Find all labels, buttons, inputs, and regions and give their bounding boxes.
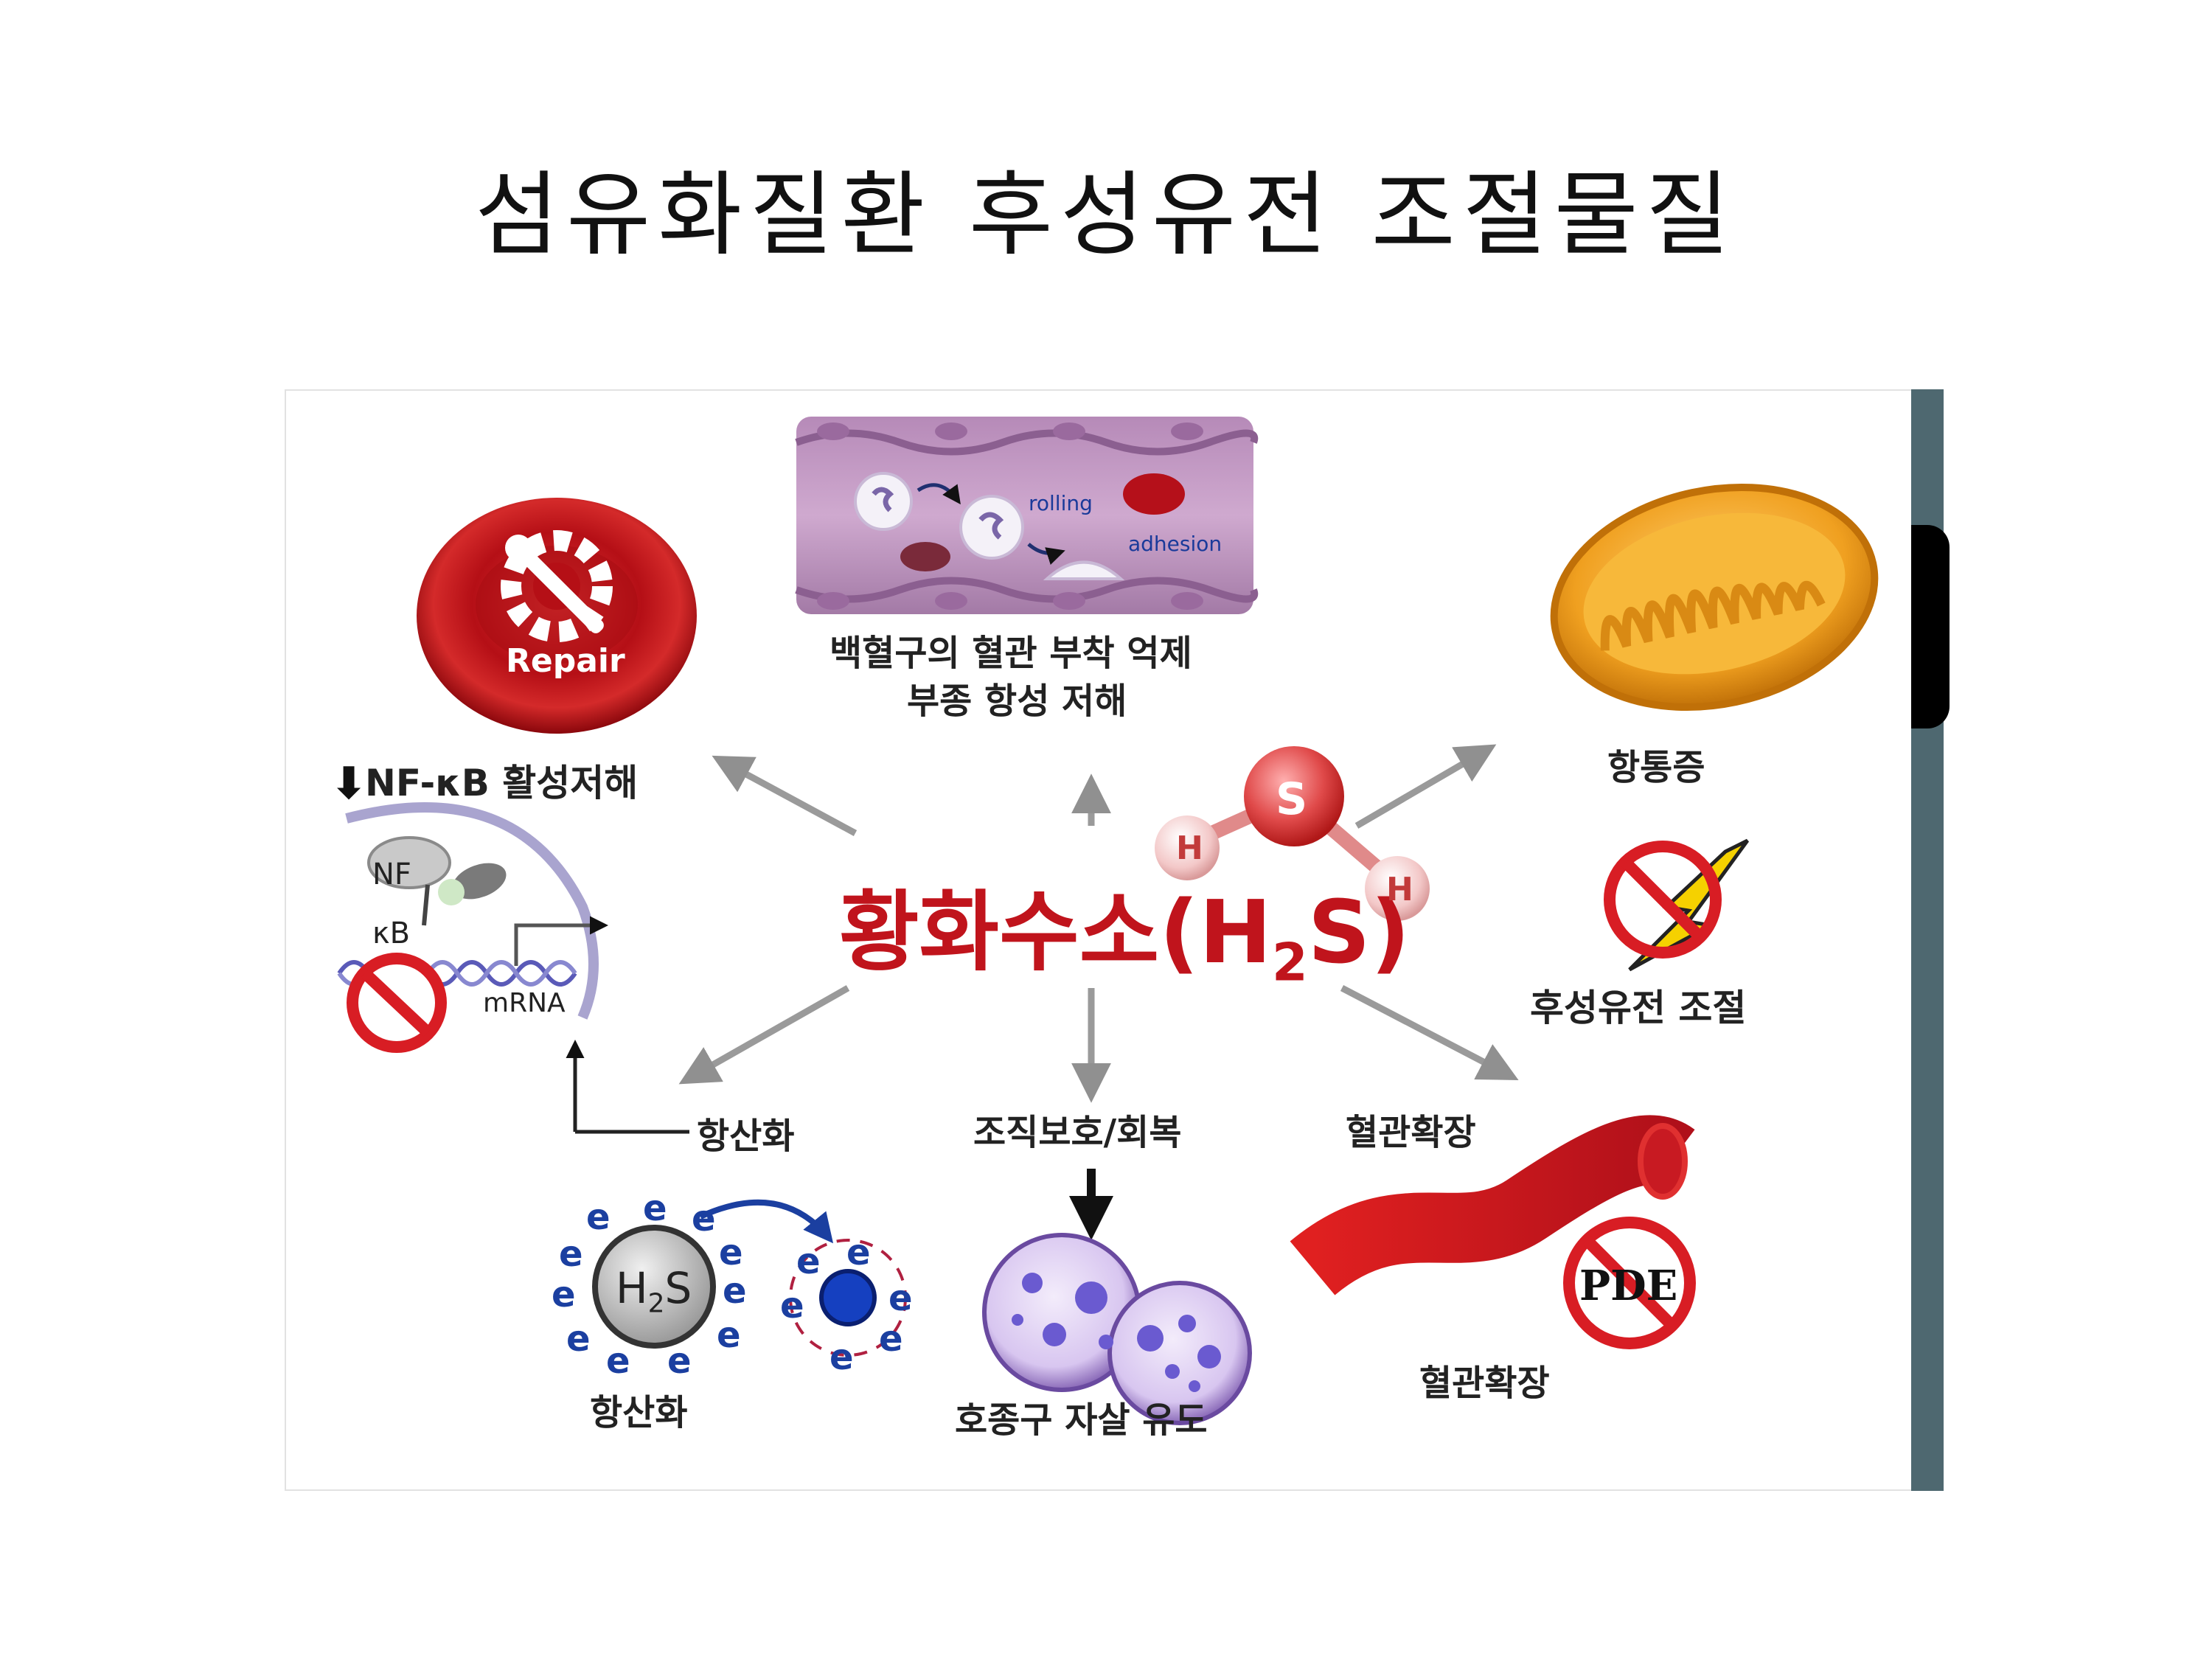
nfkb-heading: NF-κB 활성저해 (365, 762, 639, 804)
electron: e (552, 1274, 576, 1315)
electron: e (723, 1270, 747, 1312)
electron: e (879, 1318, 903, 1360)
h2s-ball-label: H2S (616, 1263, 692, 1319)
mitochondria-icon (1550, 483, 1879, 712)
radial-arrows (678, 744, 1519, 1103)
electron: e (888, 1278, 913, 1319)
electron: e (830, 1337, 854, 1378)
pde-label: PDE (1579, 1262, 1678, 1310)
h2s-center-label: 황화수소(H2S) (839, 881, 1411, 993)
antioxidant-heading: 항산화 (697, 1116, 795, 1157)
vasodilation-caption: 혈관확장 (1419, 1363, 1550, 1404)
electron: e (566, 1318, 591, 1360)
antioxidant-caption: 항산화 (590, 1392, 688, 1433)
electron: e (780, 1285, 804, 1326)
leukocyte-caption-1: 백혈구의 혈관 부착 억제 (830, 633, 1192, 674)
blood-vessel-icon (795, 417, 1259, 614)
h-atom-right-label: H (1386, 871, 1413, 908)
rolling-label: rolling (1029, 491, 1093, 515)
vasodilation-heading: 혈관확장 (1346, 1112, 1476, 1153)
rbc-repair-icon (417, 498, 697, 734)
electron: e (606, 1340, 630, 1382)
electron: e (719, 1232, 743, 1273)
electron: e (586, 1197, 611, 1238)
epigenetic-caption: 후성유전 조절 (1530, 987, 1747, 1029)
h2s-molecule (1155, 746, 1430, 921)
kb-label: κB (372, 917, 411, 950)
electron: e (846, 1232, 871, 1273)
nfkb-diagram (337, 802, 689, 1134)
apoptosis-cells (982, 1169, 1252, 1425)
tissue-heading: 조직보호/회복 (973, 1112, 1182, 1153)
analgesia-caption: 항통증 (1607, 747, 1705, 788)
nf-label: NF (372, 858, 411, 891)
repair-label: Repair (506, 642, 625, 680)
h-atom-left-label: H (1176, 830, 1203, 867)
electron: e (559, 1234, 583, 1275)
electron: e (643, 1188, 667, 1229)
side-tab[interactable] (1911, 525, 1950, 728)
apoptosis-caption: 호종구 자살 유도 (955, 1399, 1208, 1441)
electron: e (796, 1241, 821, 1282)
adhesion-label: adhesion (1128, 532, 1222, 556)
s-atom-label: S (1276, 773, 1308, 825)
electron: e (717, 1315, 741, 1356)
antioxidant-diagram (592, 1199, 907, 1357)
electron: e (692, 1198, 716, 1239)
artery-diagram (1290, 1115, 1696, 1349)
mrna-label: mRNA (483, 988, 566, 1018)
page-title: 섬유화질환 후성유전 조절물질 (475, 162, 1737, 268)
electron: e (667, 1340, 692, 1382)
leukocyte-caption-2: 부종 항성 저해 (907, 681, 1127, 722)
lightning-no-icon (1604, 838, 1750, 972)
down-arrow-icon: ⬇ (330, 758, 368, 810)
